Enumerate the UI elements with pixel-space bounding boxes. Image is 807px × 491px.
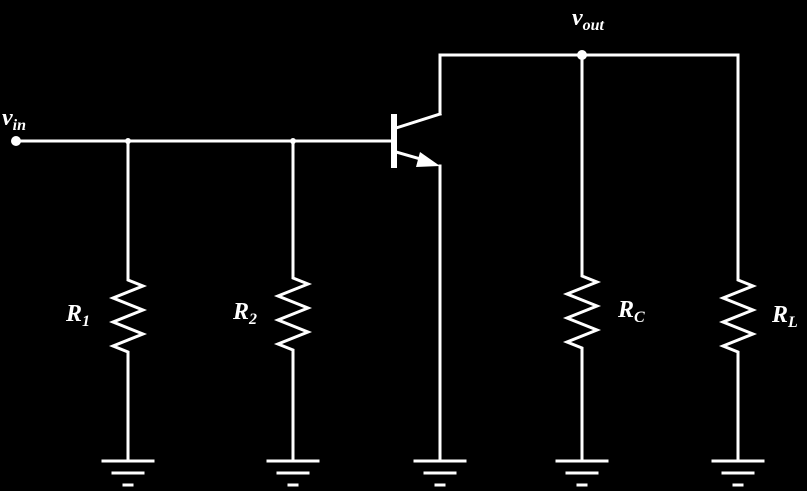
r2-label: R2: [233, 299, 258, 328]
resistor-rl: [718, 53, 758, 460]
transistor: [391, 53, 740, 460]
ground-rc: [555, 459, 609, 487]
rc-label: RC: [618, 297, 645, 326]
ground-emitter: [413, 459, 467, 487]
vout-label: vout: [572, 5, 604, 34]
rl-label: RL: [772, 302, 798, 331]
resistor-rc: [562, 53, 602, 460]
ground-rl: [711, 459, 765, 487]
ground-r1: [101, 459, 155, 487]
vin-label: vin: [2, 105, 26, 134]
resistor-r1: [108, 138, 148, 460]
ground-r2: [266, 459, 320, 487]
resistor-r2: [273, 138, 313, 460]
r1-label: R1: [66, 301, 91, 330]
